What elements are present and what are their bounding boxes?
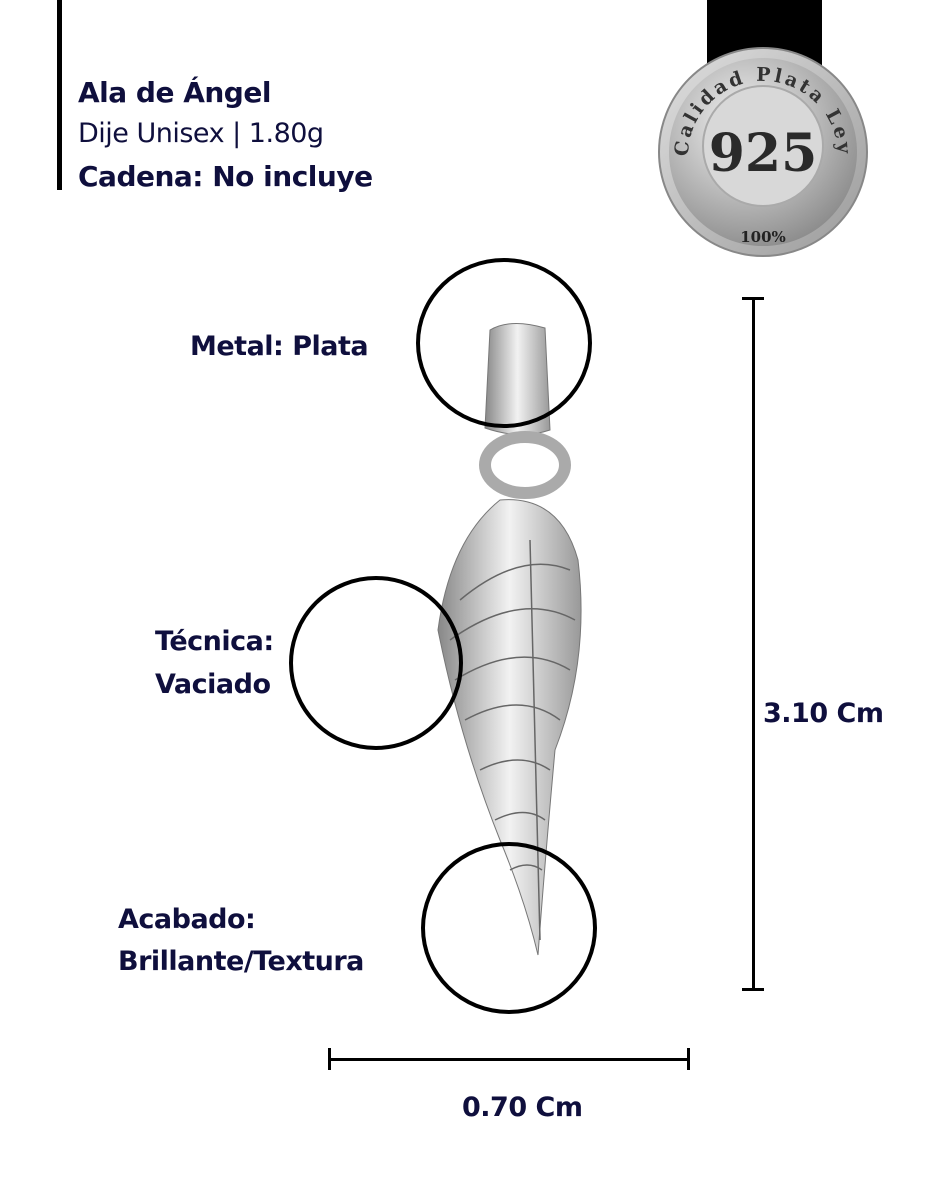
callout-circle-metal: [416, 258, 592, 428]
finish-label: Acabado:: [118, 904, 256, 935]
finish-value: Brillante/Textura: [118, 946, 364, 977]
technique-label: Técnica:: [155, 626, 274, 657]
width-value: 0.70 Cm: [462, 1092, 583, 1123]
height-dimension-line: [752, 298, 755, 991]
width-dimension-line: [329, 1058, 689, 1061]
width-tick-left: [328, 1048, 331, 1070]
height-value: 3.10 Cm: [763, 698, 884, 729]
chain-info: Cadena: No incluye: [78, 160, 373, 193]
height-tick-top: [742, 297, 764, 300]
svg-text:100%: 100%: [740, 228, 786, 246]
callout-circle-finish: [421, 842, 597, 1014]
metal-label: Metal: Plata: [190, 331, 369, 362]
height-tick-bottom: [742, 988, 764, 991]
product-title: Ala de Ángel: [78, 76, 271, 109]
technique-value: Vaciado: [155, 669, 271, 700]
width-tick-right: [687, 1048, 690, 1070]
product-subtitle: Dije Unisex | 1.80g: [78, 118, 324, 149]
accent-bar: [57, 0, 62, 190]
svg-text:925: 925: [709, 123, 818, 184]
silver-925-badge: Calidad Plata Ley 925 100%: [658, 47, 868, 257]
callout-circle-technique: [289, 576, 463, 750]
